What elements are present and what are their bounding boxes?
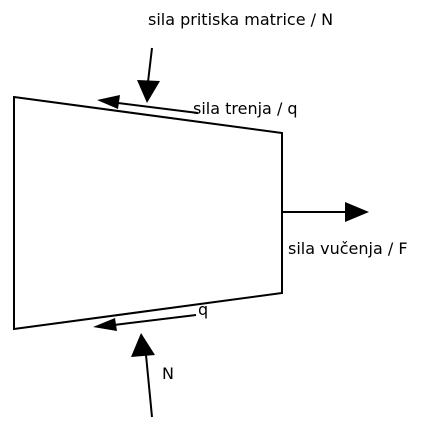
friction-top-label: sila trenja / q: [193, 99, 298, 118]
workpiece-body: [13, 95, 283, 331]
friction-bottom-label: q: [198, 300, 209, 319]
die-pressure-arrow: [137, 47, 160, 103]
die-pressure-label: sila pritiska matrice / N: [148, 10, 334, 29]
friction-arrow-bottom: [93, 314, 197, 331]
pulling-force-arrow: [282, 202, 369, 222]
normal-force-arrow-bottom: [131, 333, 155, 418]
pulling-force-label: sila vučenja / F: [288, 239, 408, 258]
normal-force-label: N: [162, 364, 174, 383]
friction-arrow-top: [97, 95, 199, 114]
